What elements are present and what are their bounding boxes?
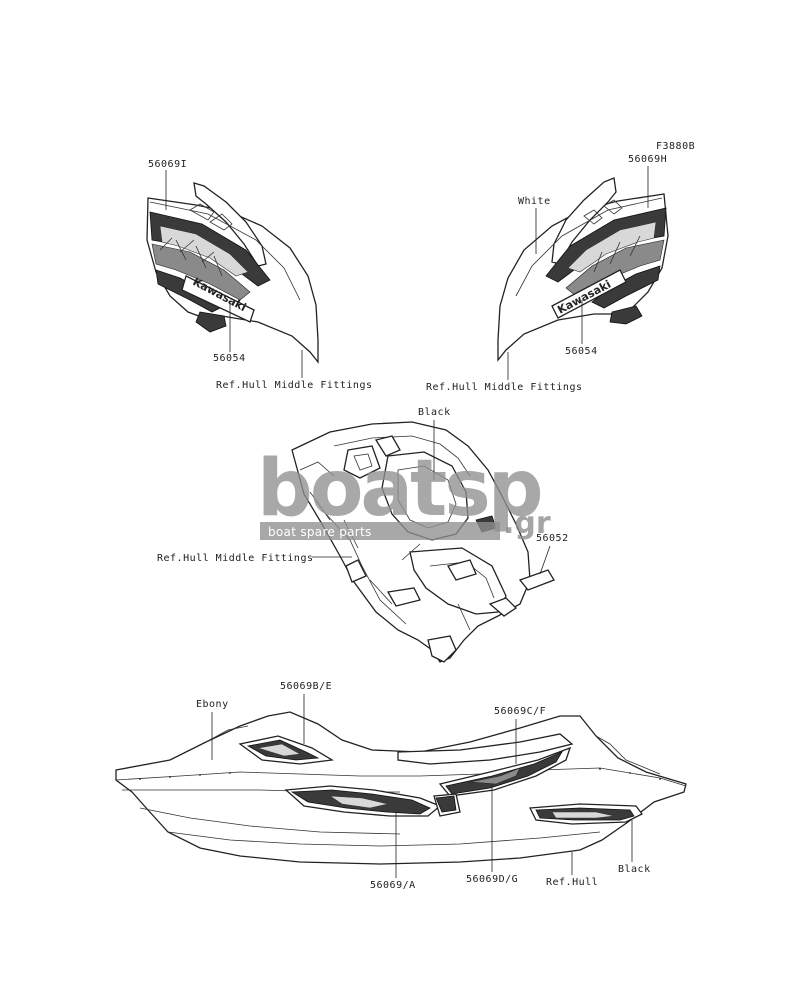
figure-code: F3880B	[656, 141, 695, 152]
label-ebony: Ebony	[196, 699, 229, 710]
label-ref-hull-middle-left: Ref.Hull Middle Fittings	[216, 380, 373, 391]
watermark: boatsp .gr boat spare parts	[257, 444, 551, 541]
watermark-tld: .gr	[503, 506, 551, 541]
label-56069b-e: 56069B/E	[280, 681, 332, 692]
watermark-tagline: boat spare parts	[268, 525, 372, 539]
watermark-tagline-bar	[260, 522, 500, 540]
deck-assembly	[291, 421, 555, 663]
label-56054-right: 56054	[565, 346, 598, 357]
watermark-brand: boatsp	[257, 444, 541, 534]
label-56069d-g: 56069D/G	[466, 874, 518, 885]
label-56069h: 56069H	[628, 154, 667, 165]
label-black-hull: Black	[618, 864, 651, 875]
label-white: White	[518, 196, 551, 207]
hull-rivet-line	[139, 768, 661, 780]
hull-assembly	[115, 711, 687, 865]
left-side-panel: Kawasaki	[146, 182, 319, 364]
label-black-deck: Black	[418, 407, 451, 418]
label-ref-hull-middle-deck: Ref.Hull Middle Fittings	[157, 553, 314, 564]
label-56069-a: 56069/A	[370, 880, 416, 891]
right-side-panel: Kawasaki	[497, 177, 669, 362]
label-56054-left: 56054	[213, 353, 246, 364]
label-56069i: 56069I	[148, 159, 187, 170]
label-ref-hull: Ref.Hull	[546, 877, 598, 888]
label-ref-hull-middle-right: Ref.Hull Middle Fittings	[426, 382, 583, 393]
label-56069c-f: 56069C/F	[494, 706, 546, 717]
label-56052: 56052	[536, 533, 569, 544]
